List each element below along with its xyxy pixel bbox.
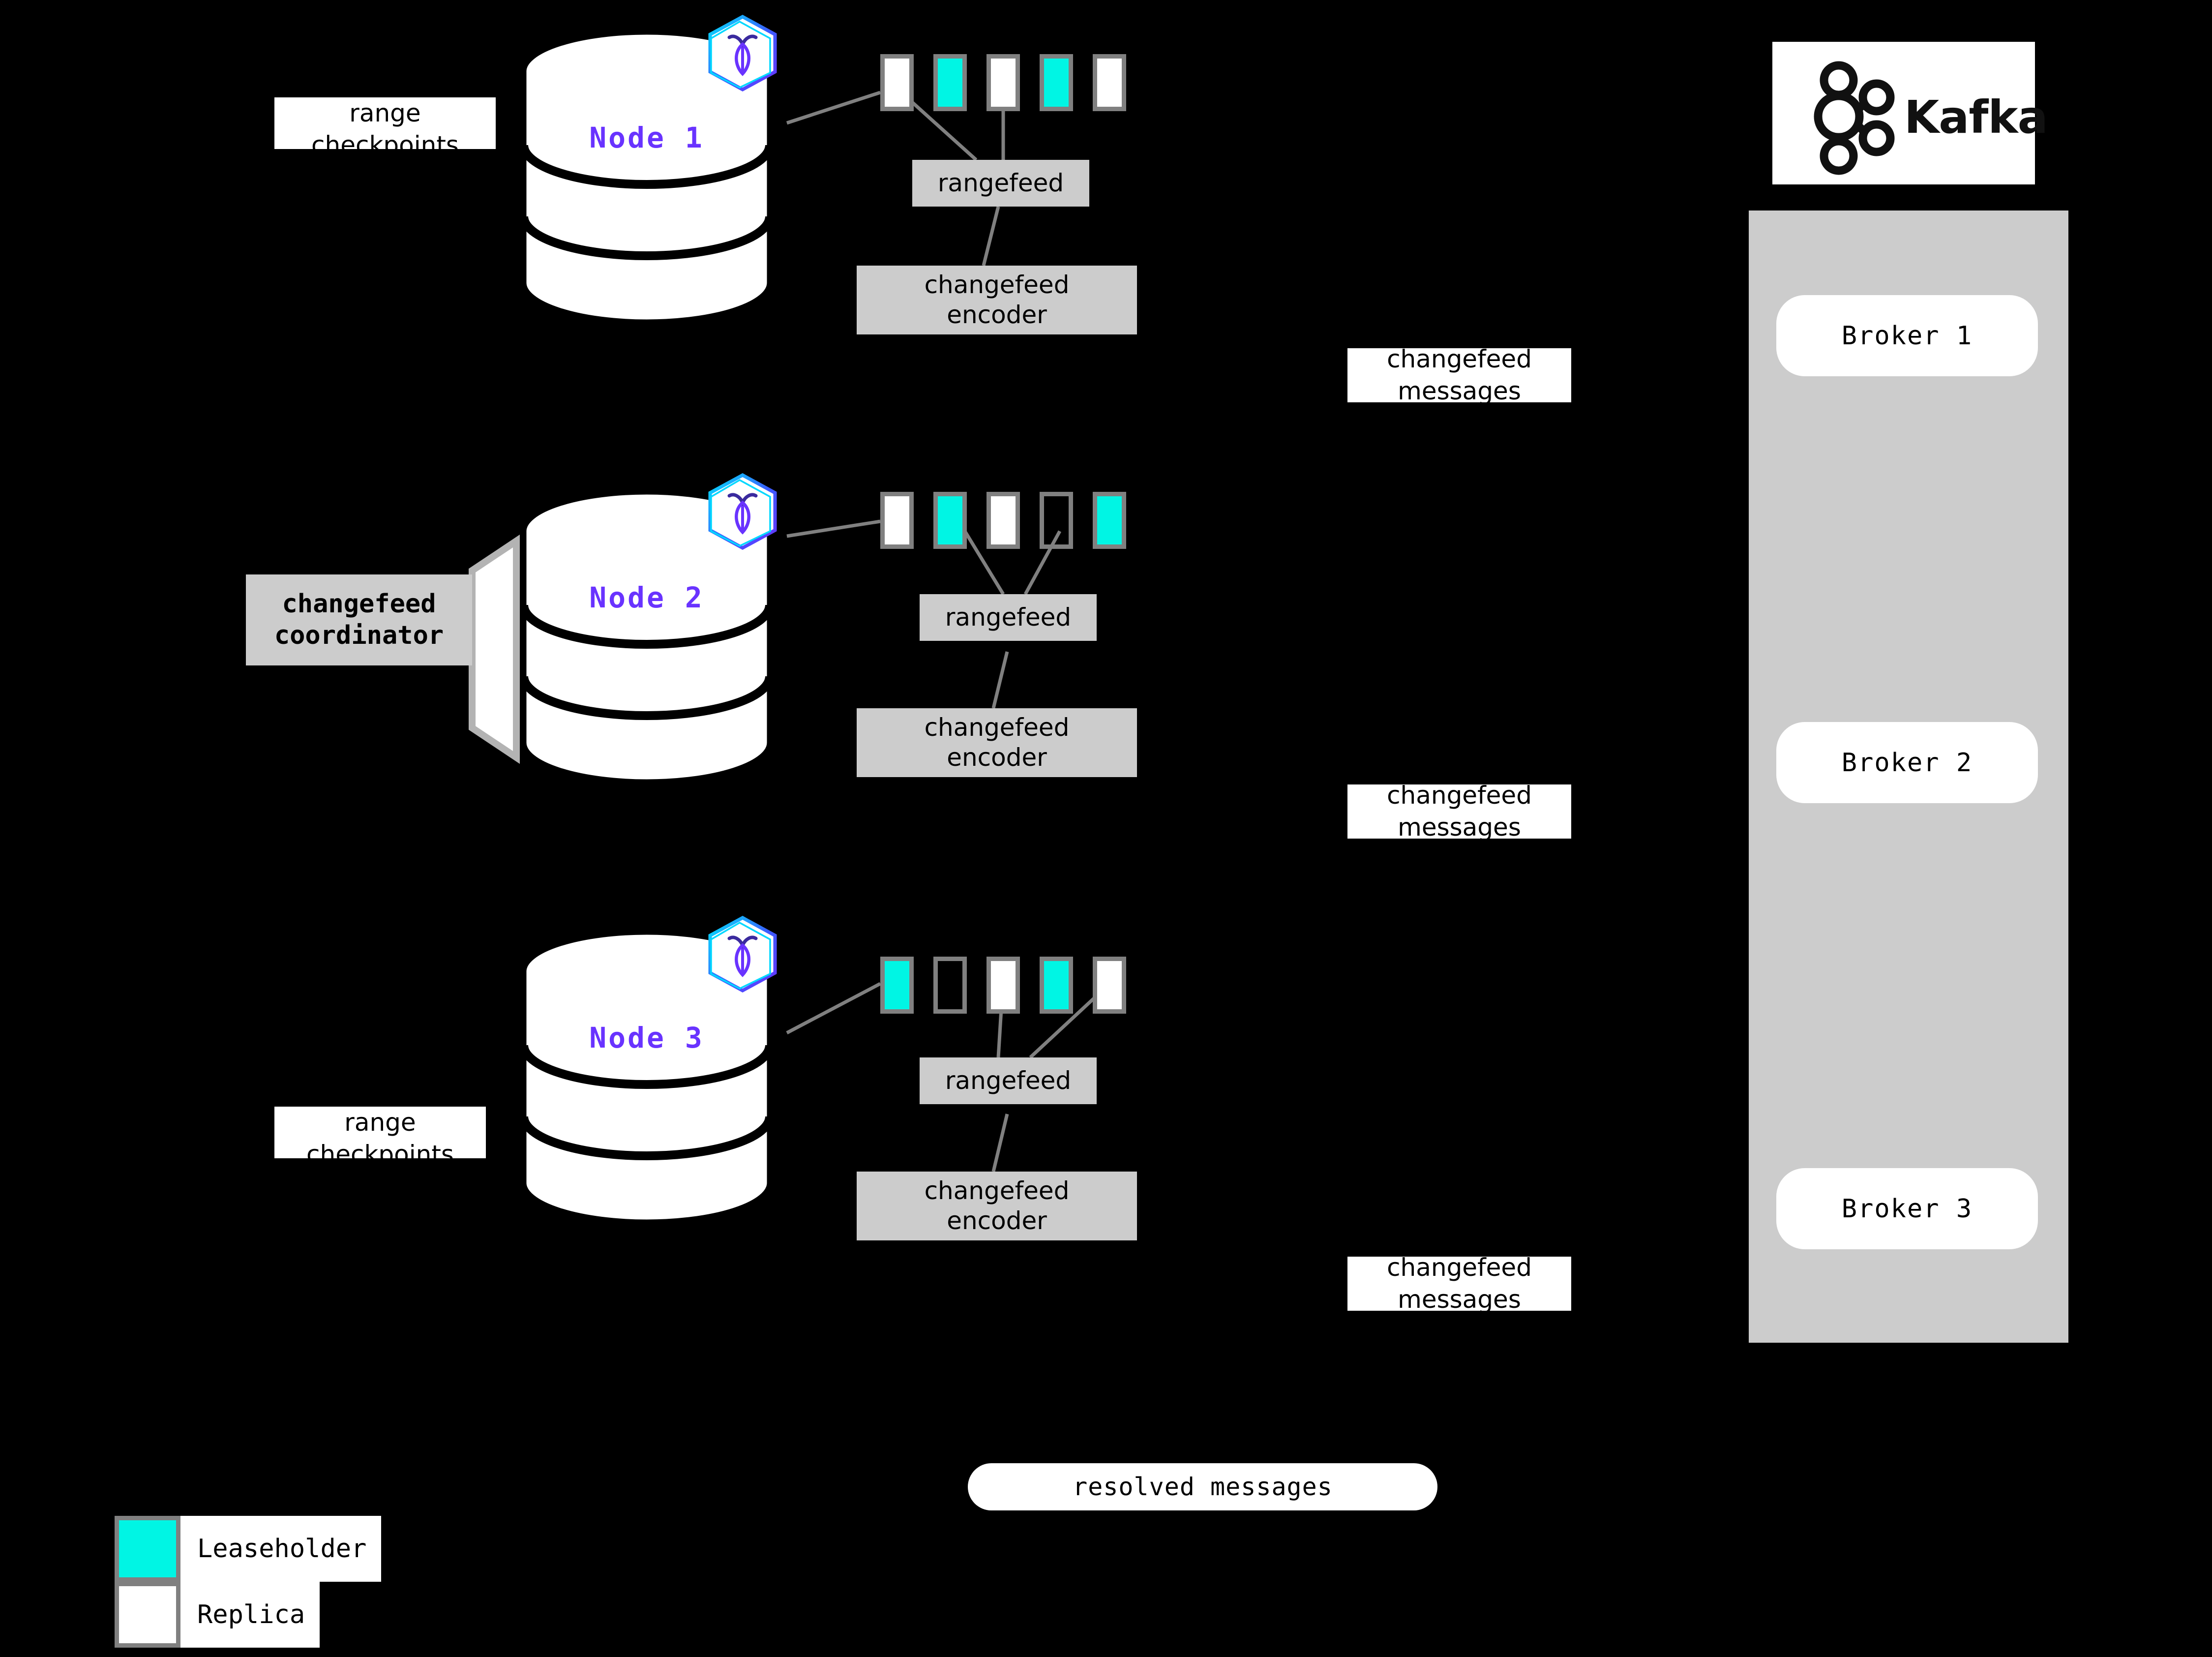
range-box-empty[interactable] bbox=[933, 957, 967, 1014]
changefeed-messages-line2: messages bbox=[1398, 1285, 1521, 1314]
cockroachdb-hexagon-logo bbox=[706, 472, 779, 551]
kafka-wordmark: Kafka bbox=[1904, 91, 2048, 144]
encoder-line1: changefeed bbox=[924, 1176, 1070, 1205]
range-box-replica[interactable] bbox=[1093, 957, 1126, 1014]
range-box-replica[interactable] bbox=[986, 54, 1020, 111]
encoder-line1: changefeed bbox=[924, 271, 1070, 299]
node-2-range-row bbox=[880, 492, 1126, 549]
node-2-group: Node 2 bbox=[516, 484, 777, 789]
changefeed-messages-label-2: changefeed messages bbox=[1347, 781, 1571, 842]
range-checkpoints-line1: range bbox=[349, 99, 421, 127]
connector-node3-to-range bbox=[786, 982, 881, 1035]
range-box-leaseholder[interactable] bbox=[1040, 957, 1073, 1014]
range-box-leaseholder[interactable] bbox=[933, 492, 967, 549]
legend-item-replica: Replica bbox=[115, 1582, 320, 1648]
changefeed-messages-line1: changefeed bbox=[1387, 1253, 1532, 1282]
legend-item-leaseholder: Leaseholder bbox=[115, 1516, 382, 1582]
range-box-leaseholder[interactable] bbox=[933, 54, 967, 111]
changefeed-encoder-box-3[interactable]: changefeed encoder bbox=[857, 1172, 1137, 1240]
coordinator-line2: coordinator bbox=[274, 620, 444, 650]
legend-label-replica: Replica bbox=[180, 1582, 320, 1648]
broker-2-box[interactable]: Broker 2 bbox=[1776, 722, 2038, 803]
node-3-cylinder bbox=[519, 929, 774, 1225]
node-1-range-row bbox=[880, 54, 1126, 111]
kafka-nodes-logo bbox=[1814, 61, 1895, 175]
connector-node2-to-range bbox=[786, 519, 881, 538]
changefeed-messages-label-1: changefeed messages bbox=[1347, 345, 1571, 405]
connector-node1-to-range bbox=[786, 90, 881, 125]
kafka-inbound-arrowhead bbox=[2063, 332, 2080, 346]
range-box-leaseholder[interactable] bbox=[880, 957, 914, 1014]
range-box-empty[interactable] bbox=[1040, 492, 1073, 549]
range-box-leaseholder[interactable] bbox=[1093, 492, 1126, 549]
range-box-replica[interactable] bbox=[880, 54, 914, 111]
range-box-replica[interactable] bbox=[880, 492, 914, 549]
coordinator-line1: changefeed bbox=[282, 589, 436, 619]
changefeed-messages-line2: messages bbox=[1398, 813, 1521, 842]
connector-node3-rangefeed-to-encoder bbox=[991, 1114, 1009, 1172]
cockroachdb-hexagon-logo bbox=[706, 14, 779, 92]
connector-node3-range5-to-rangefeed bbox=[1029, 992, 1101, 1059]
node-2-cylinder bbox=[519, 489, 774, 785]
rangefeed-box-1[interactable]: rangefeed bbox=[912, 160, 1089, 207]
coordinator-panel-3d bbox=[469, 534, 520, 764]
encoder-line2: encoder bbox=[947, 1206, 1047, 1235]
connector-node1-range1-to-rangefeed bbox=[911, 101, 978, 161]
range-checkpoints-line2: checkpoints bbox=[311, 131, 459, 159]
changefeed-messages-label-3: changefeed messages bbox=[1347, 1253, 1571, 1314]
range-checkpoints-line1: range bbox=[344, 1108, 416, 1137]
changefeed-messages-line1: changefeed bbox=[1387, 781, 1532, 810]
connector-node2-rangefeed-to-encoder bbox=[991, 651, 1009, 709]
range-box-replica[interactable] bbox=[986, 957, 1020, 1014]
range-checkpoints-label-2: range checkpoints bbox=[274, 1107, 486, 1169]
cockroachdb-hexagon-logo bbox=[706, 915, 779, 994]
rangefeed-box-2[interactable]: rangefeed bbox=[920, 594, 1097, 641]
resolved-messages-pill[interactable]: resolved messages bbox=[968, 1463, 1437, 1510]
range-box-replica[interactable] bbox=[986, 492, 1020, 549]
encoder-line1: changefeed bbox=[924, 713, 1070, 742]
connector-node2-range2-to-rangefeed bbox=[963, 530, 1005, 595]
changefeed-coordinator-box[interactable]: changefeed coordinator bbox=[246, 574, 472, 665]
encoder-line2: encoder bbox=[947, 743, 1047, 772]
rangefeed-box-3[interactable]: rangefeed bbox=[920, 1057, 1097, 1104]
legend-swatch-replica bbox=[115, 1582, 180, 1648]
legend-swatch-leaseholder bbox=[115, 1516, 180, 1582]
changefeed-encoder-box-1[interactable]: changefeed encoder bbox=[857, 266, 1137, 334]
changefeed-messages-line1: changefeed bbox=[1387, 345, 1532, 373]
broker-3-box[interactable]: Broker 3 bbox=[1776, 1168, 2038, 1249]
legend-label-leaseholder: Leaseholder bbox=[180, 1516, 382, 1582]
changefeed-messages-line2: messages bbox=[1398, 377, 1521, 405]
range-box-replica[interactable] bbox=[1093, 54, 1126, 111]
node-1-cylinder bbox=[519, 29, 774, 325]
node-3-group: Node 3 bbox=[516, 925, 777, 1230]
connector-node2-range4-to-rangefeed bbox=[1023, 530, 1062, 595]
encoder-line2: encoder bbox=[947, 301, 1047, 329]
node-3-range-row bbox=[880, 957, 1126, 1014]
range-checkpoints-label-1: range checkpoints bbox=[274, 97, 496, 159]
changefeed-encoder-box-2[interactable]: changefeed encoder bbox=[857, 708, 1137, 777]
kafka-logo-panel: Kafka bbox=[1772, 42, 2048, 184]
range-checkpoints-line2: checkpoints bbox=[306, 1140, 454, 1169]
range-box-leaseholder[interactable] bbox=[1040, 54, 1073, 111]
broker-1-box[interactable]: Broker 1 bbox=[1776, 295, 2038, 376]
connector-node1-rangefeed-to-encoder bbox=[982, 206, 1000, 266]
